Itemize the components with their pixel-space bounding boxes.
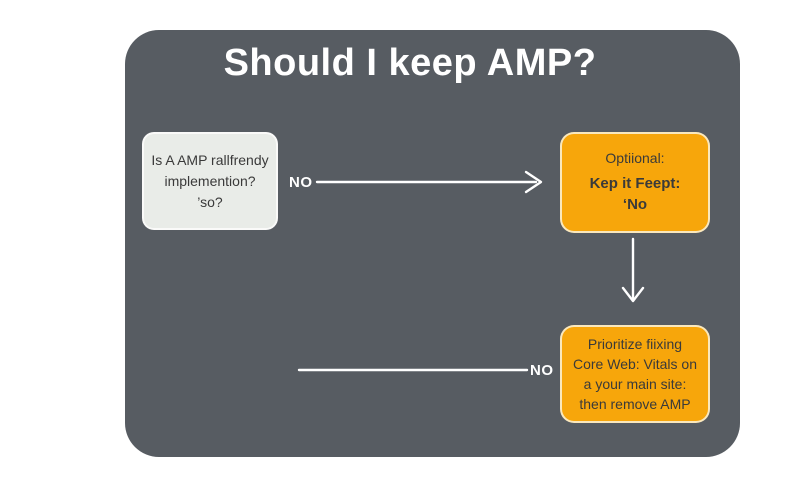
priority-node-line3: a your main site: <box>583 376 687 392</box>
question-node-line3: ’so? <box>197 193 223 210</box>
priority-node-line1: Prioritize fiixing <box>587 336 683 352</box>
optional-node-line3: ‘No <box>622 196 648 213</box>
arrow-down-icon <box>621 286 645 303</box>
question-node: Is A AMP rallfrendy implemention? ’so? <box>142 132 278 230</box>
optional-node-line2: Kep it Feept: <box>589 175 681 192</box>
page-title: Should I keep AMP? <box>223 42 597 84</box>
priority-node-line4: then remove AMP <box>579 396 691 412</box>
question-node-line1: Is A AMP rallfrendy <box>151 151 269 168</box>
optional-node-line1: Optiional: <box>605 150 665 166</box>
edge-label-no-top: NO <box>289 174 313 191</box>
arrow-right-icon <box>524 170 543 194</box>
priority-node-line2: Core Web: Vitals on <box>573 356 697 372</box>
priority-node: Prioritize fiixing Core Web: Vitals on a… <box>560 325 710 423</box>
edge-label-no-bottom: NO <box>530 362 554 379</box>
flowchart-panel: Should I keep AMP? Is A AMP rallfrendy i… <box>125 30 740 457</box>
optional-node: Optiional: Kep it Feept: ‘No <box>560 132 710 233</box>
question-node-line2: implemention? <box>164 172 256 189</box>
